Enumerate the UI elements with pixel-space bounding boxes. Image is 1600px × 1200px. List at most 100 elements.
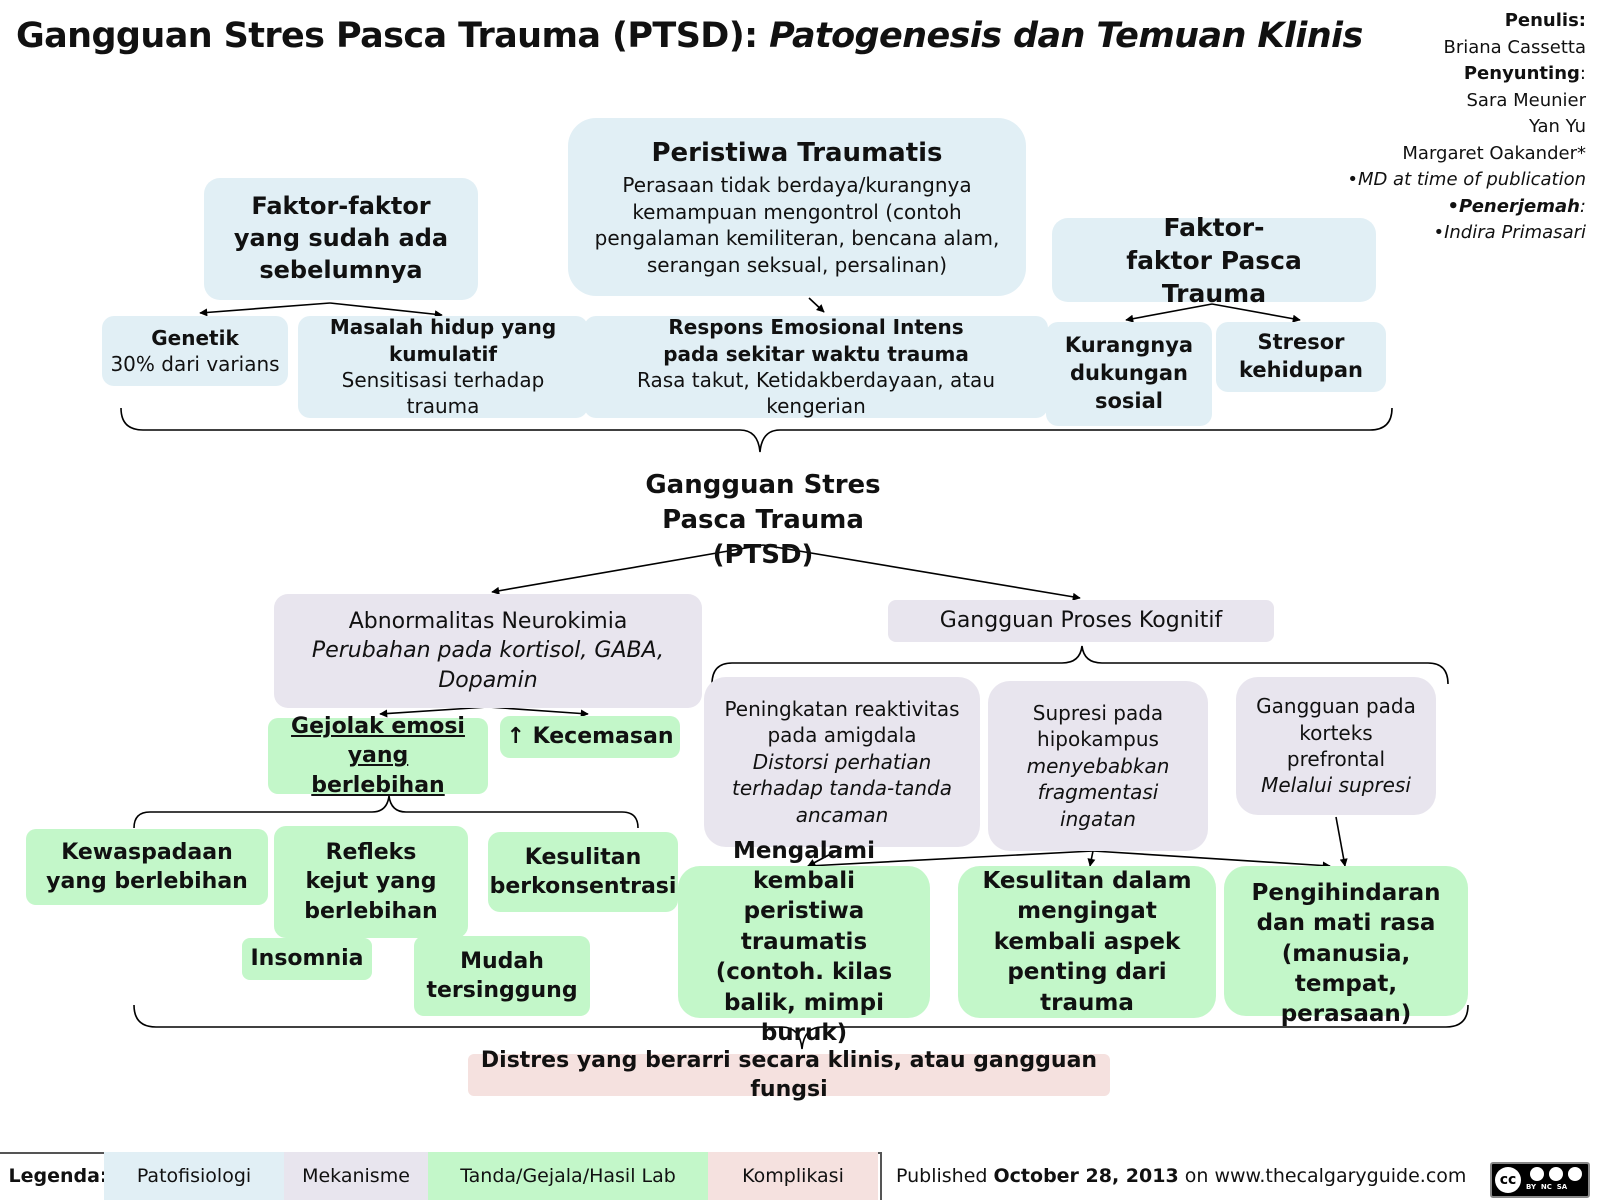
legend-label: Legenda: bbox=[8, 1165, 108, 1187]
translator-name: •Indira Primasari bbox=[1433, 222, 1586, 243]
arrow-hippocampus-avoidance bbox=[1092, 850, 1331, 870]
arrow-post-stressor bbox=[1211, 303, 1301, 323]
prefrontal-title: Gangguan pada korteks prefrontal bbox=[1256, 694, 1416, 771]
life-stressor-box: Stresor kehidupan bbox=[1216, 322, 1386, 392]
brace-causes bbox=[120, 407, 1393, 453]
published-prefix: Published bbox=[896, 1165, 994, 1187]
hippocampus-text: menyebabkan fragmentasi ingatan bbox=[1026, 753, 1170, 831]
re-experiencing-text: Mengalami kembali peristiwa traumatis (c… bbox=[715, 837, 893, 1046]
complication-box: Distres yang berarri secara klinis, atau… bbox=[468, 1048, 1110, 1102]
published-text: Published October 28, 2013 on www.thecal… bbox=[880, 1152, 1467, 1200]
legend-item-pathophysiology: Patofisiologi bbox=[104, 1152, 284, 1200]
irritability-box: Mudah tersinggung bbox=[414, 936, 590, 1016]
life-stressor-title: Stresor kehidupan bbox=[1239, 330, 1363, 382]
author-name: Briana Cassetta bbox=[1443, 36, 1586, 58]
arrow-hippocampus-recall bbox=[1087, 850, 1096, 867]
legend-item-sign: Tanda/Gejala/Hasil Lab bbox=[428, 1152, 708, 1200]
editor-name: Sara Meunier bbox=[1466, 89, 1586, 111]
cc-nc-icon bbox=[1549, 1167, 1563, 1181]
legend-bar: Legenda: Patofisiologi Mekanisme Tanda/G… bbox=[0, 1152, 1600, 1200]
social-support-title: Kurangnya dukungan sosial bbox=[1064, 333, 1194, 413]
credits: Penulis: Briana Cassetta Penyunting: Sar… bbox=[1347, 8, 1586, 247]
post-trauma-factors-box: Faktor-faktor Pasca Trauma bbox=[1052, 213, 1376, 308]
title-main: Gangguan Stres Pasca Trauma (PTSD): bbox=[16, 16, 770, 56]
emotional-turmoil-text: Gejolak emosi yang berlebihan bbox=[291, 714, 465, 798]
complication-text: Distres yang berarri secara klinis, atau… bbox=[480, 1047, 1098, 1102]
arrow-prefrontal-avoidance bbox=[1335, 816, 1348, 867]
editor-name: Margaret Oakander* bbox=[1402, 142, 1586, 164]
traumatic-event-box: Peristiwa Traumatis Perasaan tidak berda… bbox=[568, 118, 1026, 296]
hippocampus-box: Supresi pada hipokampus menyebabkan frag… bbox=[988, 681, 1208, 851]
emotional-response-text: Rasa takut, Ketidakberdayaan, atau kenge… bbox=[637, 368, 995, 419]
recall-difficulty-box: Kesulitan dalam mengingat kembali aspek … bbox=[958, 866, 1216, 1018]
arrow-event-response bbox=[808, 297, 825, 313]
prefrontal-text: Melalui supresi bbox=[1261, 773, 1411, 798]
cc-sa-icon bbox=[1568, 1167, 1582, 1181]
startle-reflex-text: Refleks kejut yang berlebihan bbox=[304, 840, 438, 924]
anxiety-text: ↑ Kecemasan bbox=[506, 724, 674, 750]
neurochemical-text: Perubahan pada kortisol, GABA, Dopamin bbox=[311, 638, 665, 693]
emotional-turmoil-box: Gejolak emosi yang berlebihan bbox=[268, 714, 488, 798]
amygdala-box: Peningkatan reaktivitas pada amigdala Di… bbox=[704, 677, 980, 847]
cc-license-icon[interactable]: cc BY NC SA bbox=[1490, 1162, 1590, 1198]
emotional-response-title: Respons Emosional Intens pada sekitar wa… bbox=[663, 315, 969, 366]
md-note: •MD at time of publication bbox=[1347, 169, 1586, 190]
arrow-neuro-anxiety bbox=[487, 706, 589, 718]
hypervigilance-box: Kewaspadaan yang berlebihan bbox=[26, 829, 268, 905]
irritability-text: Mudah tersinggung bbox=[426, 948, 578, 1003]
traumatic-event-text: Perasaan tidak berdaya/kurangnya kemampu… bbox=[594, 173, 1000, 277]
editor-line: Penyunting: bbox=[1347, 61, 1586, 88]
hypervigilance-text: Kewaspadaan yang berlebihan bbox=[46, 839, 248, 894]
cognitive-box: Gangguan Proses Kognitif bbox=[888, 600, 1274, 642]
author-label: Penulis: bbox=[1504, 10, 1586, 31]
re-experiencing-box: Mengalami kembali peristiwa traumatis (c… bbox=[678, 838, 930, 1046]
cc-text: cc bbox=[1495, 1167, 1521, 1193]
neurochemical-box: Abnormalitas Neurokimia Perubahan pada k… bbox=[274, 594, 702, 708]
brace-emotion bbox=[133, 795, 639, 829]
translator-label: •Penerjemah bbox=[1447, 195, 1580, 217]
translator-line: •Penerjemah: bbox=[1347, 194, 1587, 221]
arrow-ptsd-cognitive bbox=[762, 544, 1081, 601]
title-italic: Patogenesis dan Temuan Klinis bbox=[769, 16, 1363, 56]
hippocampus-title: Supresi pada hipokampus bbox=[1032, 701, 1164, 752]
translator-colon: : bbox=[1579, 195, 1586, 217]
cumulative-text: Sensitisasi terhadap trauma bbox=[341, 368, 545, 419]
arrow-post-social bbox=[1125, 303, 1213, 323]
cognitive-title: Gangguan Proses Kognitif bbox=[939, 608, 1223, 634]
arrow-ptsd-neuro bbox=[491, 544, 764, 595]
brace-cognitive bbox=[711, 645, 1449, 685]
concentration-text: Kesulitan berkonsentrasi bbox=[489, 844, 677, 899]
prefrontal-box: Gangguan pada korteks prefrontal Melalui… bbox=[1236, 677, 1436, 815]
avoidance-box: Pengihindaran dan mati rasa (manusia, te… bbox=[1224, 866, 1468, 1027]
preexisting-factors-title: Faktor-faktor yang sudah ada sebelumnya bbox=[233, 192, 449, 284]
startle-reflex-box: Refleks kejut yang berlebihan bbox=[274, 826, 468, 938]
insomnia-box: Insomnia bbox=[242, 938, 372, 980]
brace-signs bbox=[133, 1004, 1469, 1050]
editor-colon: : bbox=[1579, 63, 1586, 84]
genetic-title: Genetik bbox=[151, 325, 239, 350]
published-suffix: on www.thecalgaryguide.com bbox=[1178, 1165, 1467, 1187]
cumulative-title: Masalah hidup yang kumulatif bbox=[329, 315, 557, 366]
amygdala-title: Peningkatan reaktivitas pada amigdala bbox=[724, 697, 960, 748]
neurochemical-title: Abnormalitas Neurokimia bbox=[348, 609, 628, 635]
post-trauma-factors-title: Faktor-faktor Pasca Trauma bbox=[1126, 212, 1302, 308]
arrow-neuro-emotion bbox=[379, 706, 489, 718]
legend-item-mechanism: Mekanisme bbox=[284, 1152, 428, 1200]
genetic-box: Genetik 30% dari varians bbox=[102, 316, 288, 386]
page-title: Gangguan Stres Pasca Trauma (PTSD): Pato… bbox=[16, 16, 1363, 56]
published-date: October 28, 2013 bbox=[993, 1165, 1179, 1187]
traumatic-event-title: Peristiwa Traumatis bbox=[651, 138, 943, 169]
legend-item-complication: Komplikasi bbox=[708, 1152, 878, 1200]
cc-terms: BY NC SA bbox=[1526, 1183, 1568, 1191]
anxiety-box: ↑ Kecemasan bbox=[500, 716, 680, 758]
editor-name: Yan Yu bbox=[1528, 116, 1586, 137]
amygdala-text: Distorsi perhatian terhadap tanda-tanda … bbox=[732, 749, 952, 827]
emotional-response-box: Respons Emosional Intens pada sekitar wa… bbox=[584, 315, 1048, 419]
cumulative-box: Masalah hidup yang kumulatif Sensitisasi… bbox=[298, 315, 588, 419]
social-support-box: Kurangnya dukungan sosial bbox=[1046, 322, 1212, 426]
avoidance-text: Pengihindaran dan mati rasa (manusia, te… bbox=[1251, 880, 1441, 1028]
arrow-hippocampus-reexperience bbox=[807, 850, 1094, 870]
concentration-box: Kesulitan berkonsentrasi bbox=[488, 832, 678, 912]
arrow-preexisting-cumulative bbox=[329, 302, 443, 319]
